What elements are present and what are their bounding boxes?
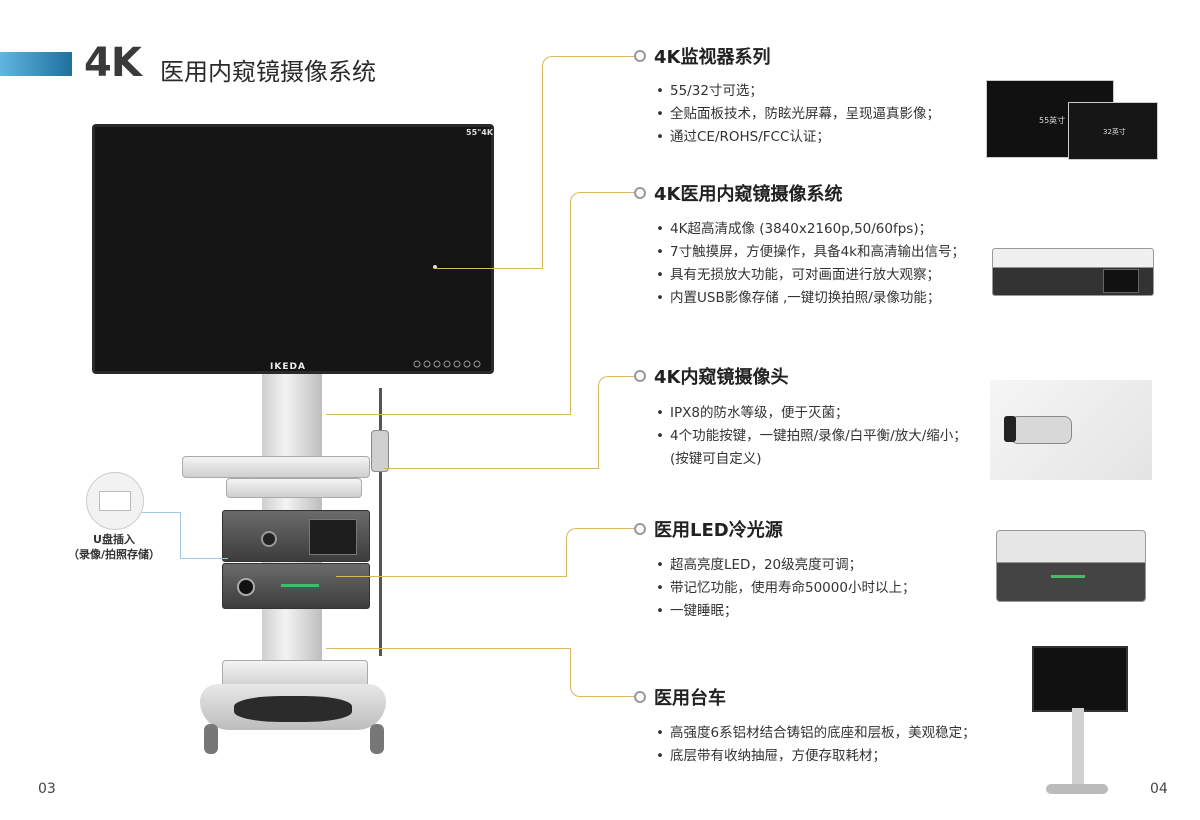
callout-line	[570, 648, 635, 697]
bullet-item: 4个功能按键，一键拍照/录像/白平衡/放大/缩小；	[656, 425, 967, 448]
brand-logo: IKEDA	[270, 362, 306, 372]
callout-line	[542, 56, 635, 269]
cart-thumbnail-base	[1046, 784, 1108, 794]
page-number-right: 04	[1150, 781, 1168, 797]
header-prefix: 4K	[84, 40, 142, 86]
section-bullets-camera-system: 4K超高清成像 (3840x2160p,50/60fps)； 7寸触摸屏，方便操…	[656, 218, 965, 310]
usb-port-thumbnail	[86, 472, 144, 530]
usb-callout-line1: U盘插入	[93, 533, 135, 546]
camera-head-illustration	[371, 430, 389, 472]
callout-line	[434, 268, 542, 269]
cart-thumbnail-pole	[1072, 708, 1084, 786]
bullet-item: 带记忆功能，使用寿命50000小时以上；	[656, 577, 915, 600]
bullet-item: IPX8的防水等级，便于灭菌；	[656, 402, 967, 425]
bullet-item: 4K超高清成像 (3840x2160p,50/60fps)；	[656, 218, 965, 241]
section-title-monitor: 4K监视器系列	[654, 47, 771, 68]
usb-callout-connector	[180, 558, 228, 559]
monitor-size-label: 55"4K	[466, 128, 494, 137]
callout-line	[326, 648, 570, 649]
usb-callout-label: U盘插入 （录像/拍照存储）	[58, 532, 170, 562]
cart-wheel	[204, 724, 218, 754]
callout-line	[598, 376, 635, 469]
monitor-32-label: 32英寸	[1103, 128, 1126, 136]
light-source-thumbnail	[996, 530, 1146, 602]
section-title-light-source: 医用LED冷光源	[654, 520, 783, 541]
cart-thumbnail-monitor	[1032, 646, 1128, 712]
bullet-item: 具有无损放大功能，可对画面进行放大观察；	[656, 264, 965, 287]
cart-base-drawer	[234, 696, 352, 722]
section-bullets-light-source: 超高亮度LED，20级亮度可调； 带记忆功能，使用寿命50000小时以上； 一键…	[656, 554, 915, 623]
bullet-item: 一键睡眠；	[656, 600, 915, 623]
camera-head-thumbnail	[990, 380, 1152, 480]
bullet-item: 高强度6系铝材结合铸铝的底座和层板，美观稳定；	[656, 722, 976, 745]
bullet-item: 全贴面板技术，防眩光屏幕，呈现逼真影像；	[656, 103, 940, 126]
bullet-item: 55/32寸可选；	[656, 80, 940, 103]
header-accent-bar	[0, 52, 72, 76]
shelf-drawer	[226, 478, 362, 498]
bullet-item: 内置USB影像存储 ,一键切换拍照/录像功能；	[656, 287, 965, 310]
callout-line	[384, 468, 598, 469]
monitor-55-label: 55英寸	[1039, 116, 1066, 125]
callout-line	[566, 528, 635, 577]
cart-wheel	[370, 724, 384, 754]
camera-host-thumbnail	[992, 248, 1154, 296]
section-bullets-camera-head: IPX8的防水等级，便于灭菌； 4个功能按键，一键拍照/录像/白平衡/放大/缩小…	[656, 402, 967, 471]
section-bullets-cart: 高强度6系铝材结合铸铝的底座和层板，美观稳定； 底层带有收纳抽屉，方便存取耗材；	[656, 722, 976, 768]
section-marker	[634, 691, 646, 703]
page-title: 医用内窥镜摄像系统	[160, 58, 376, 86]
bullet-item: 7寸触摸屏，方便操作，具备4k和高清输出信号；	[656, 241, 965, 264]
bullet-continuation: (按键可自定义)	[670, 451, 762, 467]
callout-line	[336, 576, 566, 577]
bullet-item: 超高亮度LED，20级亮度可调；	[656, 554, 915, 577]
callout-line	[326, 414, 570, 415]
section-marker	[634, 50, 646, 62]
usb-callout-line2: （录像/拍照存储）	[67, 548, 161, 561]
usb-callout-connector	[142, 512, 181, 559]
light-source-unit	[222, 563, 370, 609]
section-title-camera-system: 4K医用内窥镜摄像系统	[654, 184, 843, 205]
section-title-cart: 医用台车	[654, 688, 726, 709]
section-bullets-monitor: 55/32寸可选； 全贴面板技术，防眩光屏幕，呈现逼真影像； 通过CE/ROHS…	[656, 80, 940, 149]
camera-host-unit	[222, 510, 370, 562]
bullet-item: 通过CE/ROHS/FCC认证；	[656, 126, 940, 149]
endoscope-illustration	[379, 388, 382, 656]
monitor-32-thumbnail: 32英寸	[1068, 102, 1158, 160]
monitor-illustration	[92, 124, 494, 374]
top-shelf	[182, 456, 370, 478]
bullet-item: 底层带有收纳抽屉，方便存取耗材；	[656, 745, 976, 768]
section-title-camera-head: 4K内窥镜摄像头	[654, 367, 789, 388]
page-number-left: 03	[38, 781, 56, 797]
callout-line	[570, 192, 635, 415]
section-marker	[634, 523, 646, 535]
section-marker	[634, 370, 646, 382]
section-marker	[634, 187, 646, 199]
